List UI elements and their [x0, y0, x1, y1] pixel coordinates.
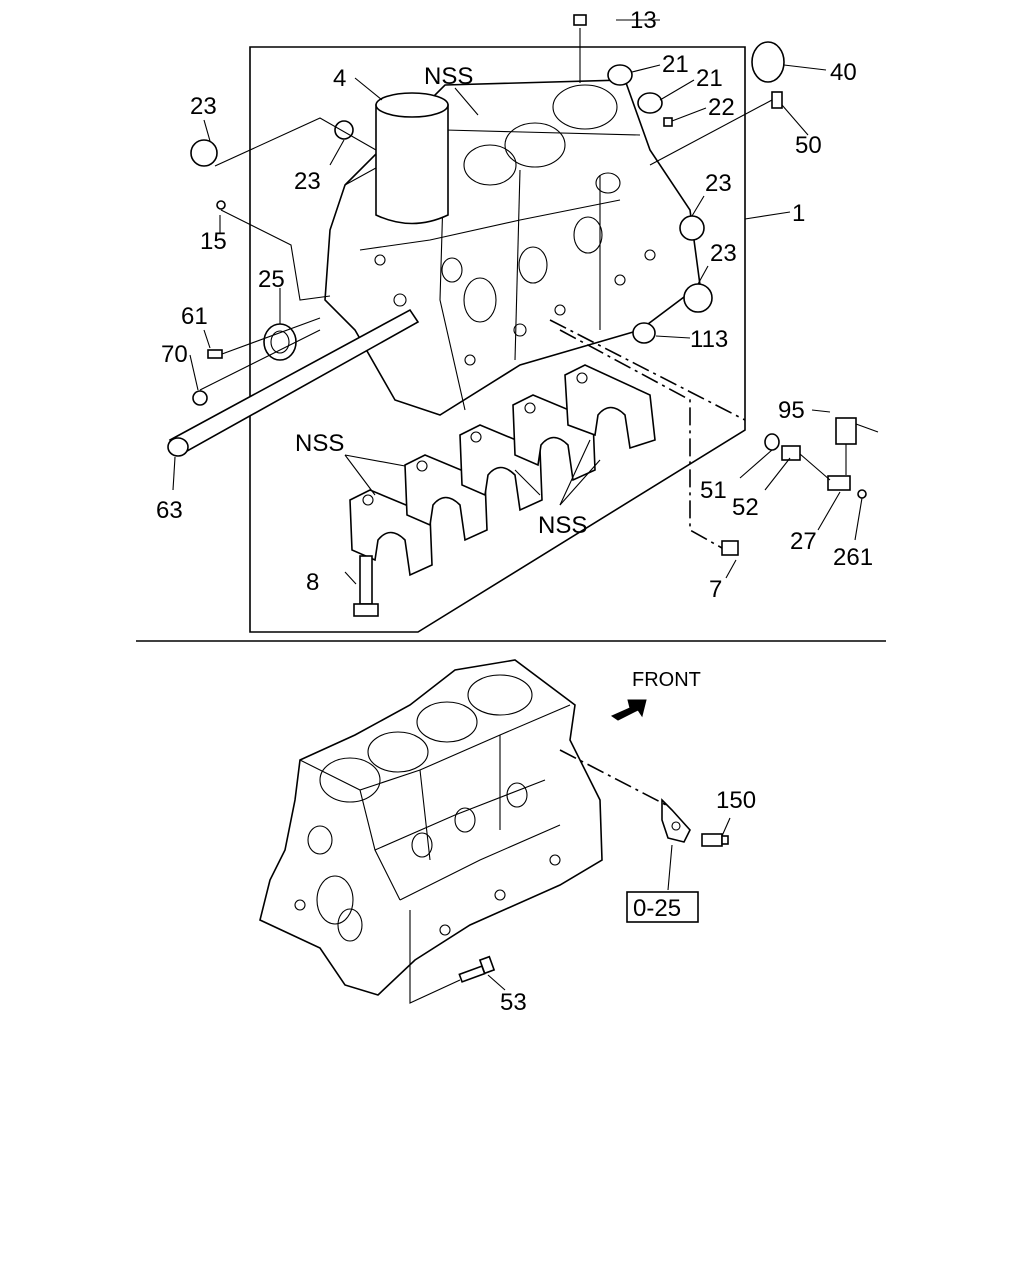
reference-box[interactable] [626, 891, 699, 923]
lower-leader-lines [409, 749, 731, 1004]
seal-ring [263, 323, 297, 361]
callout-27: 27 [790, 528, 817, 555]
callout-61: 61 [181, 303, 208, 330]
callout-51: 51 [700, 477, 727, 504]
callout-1: 1 [792, 200, 805, 227]
callout-25: 25 [258, 266, 285, 293]
arrow-icon [610, 699, 647, 721]
callout-95: 95 [778, 397, 805, 424]
callout-nss-top: NSS [424, 63, 473, 90]
callout-23-right-upper: 23 [705, 170, 732, 197]
callout-nss-left: NSS [295, 430, 344, 457]
callout-4: 4 [333, 65, 346, 92]
callout-50: 50 [795, 132, 822, 159]
callout-nss-bottom: NSS [538, 512, 587, 539]
bolt-53 [458, 955, 496, 983]
callout-22: 22 [708, 94, 735, 121]
front-label: FRONT [632, 669, 701, 691]
callout-23-mid: 23 [294, 168, 321, 195]
callout-52: 52 [732, 494, 759, 521]
callout-53: 53 [500, 989, 527, 1016]
bearing-caps [349, 364, 656, 577]
callout-13: 13 [630, 7, 657, 34]
reference-box-label: 0-25 [633, 895, 681, 922]
assembled-cylinder-block [259, 659, 603, 996]
oil-pipe [167, 308, 420, 457]
callout-261: 261 [833, 544, 873, 571]
callout-23-right-lower: 23 [710, 240, 737, 267]
small-parts [190, 14, 879, 617]
callout-150: 150 [716, 787, 756, 814]
cylinder-liner [375, 92, 449, 225]
callout-8: 8 [306, 569, 319, 596]
bolt-150 [701, 833, 729, 847]
callout-7: 7 [709, 576, 722, 603]
upper-exploded-view: 13 21 21 22 40 50 4 NSS 23 23 23 23 1 15… [156, 7, 879, 633]
callout-70: 70 [161, 341, 188, 368]
callout-23-left: 23 [190, 93, 217, 120]
callout-21-top: 21 [662, 51, 689, 78]
callout-15: 15 [200, 228, 227, 255]
assembly-boundary [249, 46, 746, 633]
callout-63: 63 [156, 497, 183, 524]
callout-113: 113 [690, 326, 728, 353]
lower-assembled-view: FRONT [259, 659, 756, 1016]
leader-lines [172, 19, 863, 585]
callout-21: 21 [696, 65, 723, 92]
callout-40: 40 [830, 59, 857, 86]
bracket [661, 798, 691, 843]
